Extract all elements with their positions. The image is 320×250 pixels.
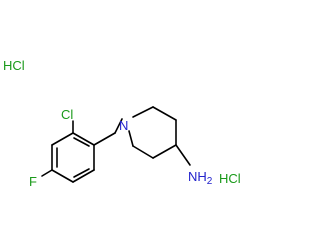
amine-subscript: 2 — [207, 176, 213, 187]
double-bond-c1-c2 — [73, 137, 90, 147]
bond-c1-c2 — [72, 132, 95, 146]
double-bond-c5-c6 — [73, 168, 90, 178]
hcl-label-right: HCl — [219, 171, 241, 186]
bond-c5-c6 — [72, 169, 95, 183]
bond-c4p-c5p — [152, 144, 177, 159]
structure-diagram: Cl F N NH2 HCl HCl — [3, 58, 241, 189]
benzene-ring — [51, 132, 95, 183]
bond-c4p-nh2 — [175, 144, 191, 166]
bond-n-c2p — [132, 106, 154, 118]
bond-c4-c5 — [51, 169, 74, 183]
amine-label: NH2 — [188, 169, 213, 187]
fluorine-label: F — [29, 174, 37, 189]
bond-c2p-c3p — [152, 106, 177, 121]
bond-c5p-c6p — [132, 145, 154, 159]
piperidine-ring — [128, 106, 177, 159]
chlorine-label: Cl — [61, 107, 73, 122]
bond-c2-c3 — [51, 132, 74, 146]
bond-ch2-n — [114, 118, 123, 134]
bond-c6p-n — [128, 130, 134, 147]
ring-nitrogen-label: N — [119, 118, 128, 133]
amine-nh-text: NH — [188, 169, 207, 184]
hcl-label-left: HCl — [3, 58, 25, 73]
bond-c4-f — [41, 169, 53, 177]
bond-c1-ch2 — [93, 132, 116, 146]
